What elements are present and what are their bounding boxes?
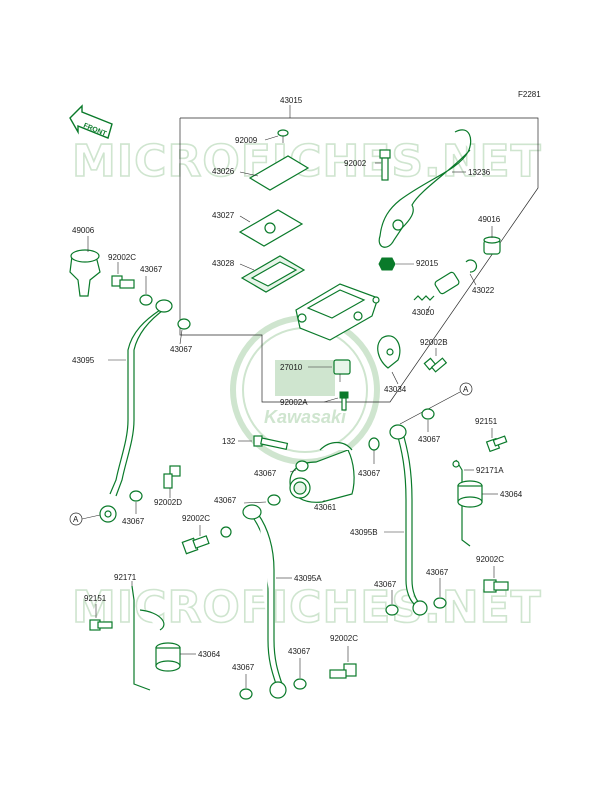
label-43027: 43027 [212, 211, 235, 220]
label-49006: 49006 [72, 226, 95, 235]
nut-92015 [378, 257, 396, 271]
boot-49016 [483, 236, 501, 255]
label-92002C-3: 92002C [476, 555, 504, 564]
label-43064-1: 43064 [500, 490, 523, 499]
label-43095B: 43095B [350, 528, 378, 537]
label-92002A: 92002A [280, 398, 308, 407]
watermark-top: MICROFICHES.NET [72, 136, 542, 187]
bolt-92002 [379, 149, 391, 181]
label-43026: 43026 [212, 167, 235, 176]
circlip-43022 [465, 259, 478, 273]
banjo-bolt-92002c-4 [329, 663, 357, 679]
washer-43067-1 [139, 294, 153, 306]
brake-hose-43095b [389, 424, 428, 616]
banjo-bolt-92002c-1 [111, 275, 135, 289]
washer-43067-10 [239, 688, 253, 700]
label-43020: 43020 [412, 308, 435, 317]
bolt-92002d [163, 465, 181, 489]
label-43067-3: 43067 [122, 517, 145, 526]
label-92002C-1: 92002C [108, 253, 136, 262]
label-92015: 92015 [416, 259, 439, 268]
switch-27010 [333, 359, 351, 382]
master-cylinder-body [295, 283, 380, 341]
piston-43020 [413, 271, 460, 301]
label-92002C-2: 92002C [182, 514, 210, 523]
label-92151-2: 92151 [84, 594, 107, 603]
damper-43064-left [155, 642, 181, 672]
damper-43064-right [457, 480, 483, 508]
label-43067-9: 43067 [374, 580, 397, 589]
washer-43067-2 [177, 318, 191, 330]
brake-hose-43095a [242, 504, 287, 699]
ref-A-right: A [463, 385, 469, 394]
label-92002B: 92002B [420, 338, 448, 347]
label-43067-5: 43067 [214, 496, 237, 505]
label-43095: 43095 [72, 356, 95, 365]
washer-43067-7 [421, 408, 435, 420]
label-43034: 43034 [384, 385, 407, 394]
ref-A-left: A [73, 515, 79, 524]
washer-43067-9 [385, 604, 399, 616]
label-92009: 92009 [235, 136, 258, 145]
banjo-bolt-92002c-2 [181, 535, 210, 555]
label-92002D: 92002D [154, 498, 182, 507]
label-43095A: 43095A [294, 574, 322, 583]
label-43067-1: 43067 [140, 265, 163, 274]
brake-hose-43095 [99, 299, 173, 523]
clip-92171 [131, 585, 165, 691]
label-92002C-4: 92002C [330, 634, 358, 643]
washer-43067-4 [295, 460, 309, 472]
washer-43067-11 [293, 678, 307, 690]
label-43022: 43022 [472, 286, 495, 295]
cover-49006 [69, 249, 101, 297]
clamp-43034 [377, 335, 401, 369]
assembly-frame [179, 117, 539, 403]
washer-43067-5 [267, 494, 281, 506]
label-43067-11: 43067 [288, 647, 311, 656]
bolt-92151-right [485, 435, 508, 453]
washer-43067-6 [368, 437, 380, 451]
label-43064-2: 43064 [198, 650, 221, 659]
bolt-132 [253, 435, 289, 450]
figure-code: F2281 [518, 90, 541, 99]
label-43067-2: 43067 [170, 345, 193, 354]
label-43028: 43028 [212, 259, 235, 268]
screw-92002a [339, 391, 349, 411]
cylinder-43061 [289, 441, 355, 503]
label-43067-6: 43067 [358, 469, 381, 478]
banjo-bolt-92002c-3 [483, 579, 509, 593]
label-13236: 13236 [468, 168, 491, 177]
label-43067-4: 43067 [254, 469, 277, 478]
label-43067-7: 43067 [418, 435, 441, 444]
label-92171: 92171 [114, 573, 137, 582]
label-43015: 43015 [280, 96, 303, 105]
label-43061: 43061 [314, 503, 337, 512]
front-arrow-icon: FRONT [69, 104, 113, 139]
watermark-bottom: MICROFICHES.NET [72, 582, 542, 633]
label-92151-1: 92151 [475, 417, 498, 426]
bolt-92002b [423, 357, 448, 373]
label-49016: 49016 [478, 215, 501, 224]
logo-text: Kawasaki [264, 407, 347, 427]
washer-43067-8 [433, 597, 447, 609]
washer-43067-3 [129, 490, 143, 502]
lever-13236 [378, 129, 472, 248]
label-92002: 92002 [344, 159, 367, 168]
label-43067-8: 43067 [426, 568, 449, 577]
label-132: 132 [222, 437, 236, 446]
bolt-92151-left [89, 619, 113, 631]
label-92171A: 92171A [476, 466, 504, 475]
label-43067-10: 43067 [232, 663, 255, 672]
cap-43026 [248, 155, 310, 191]
screw-92009 [277, 129, 289, 143]
label-27010: 27010 [280, 363, 303, 372]
